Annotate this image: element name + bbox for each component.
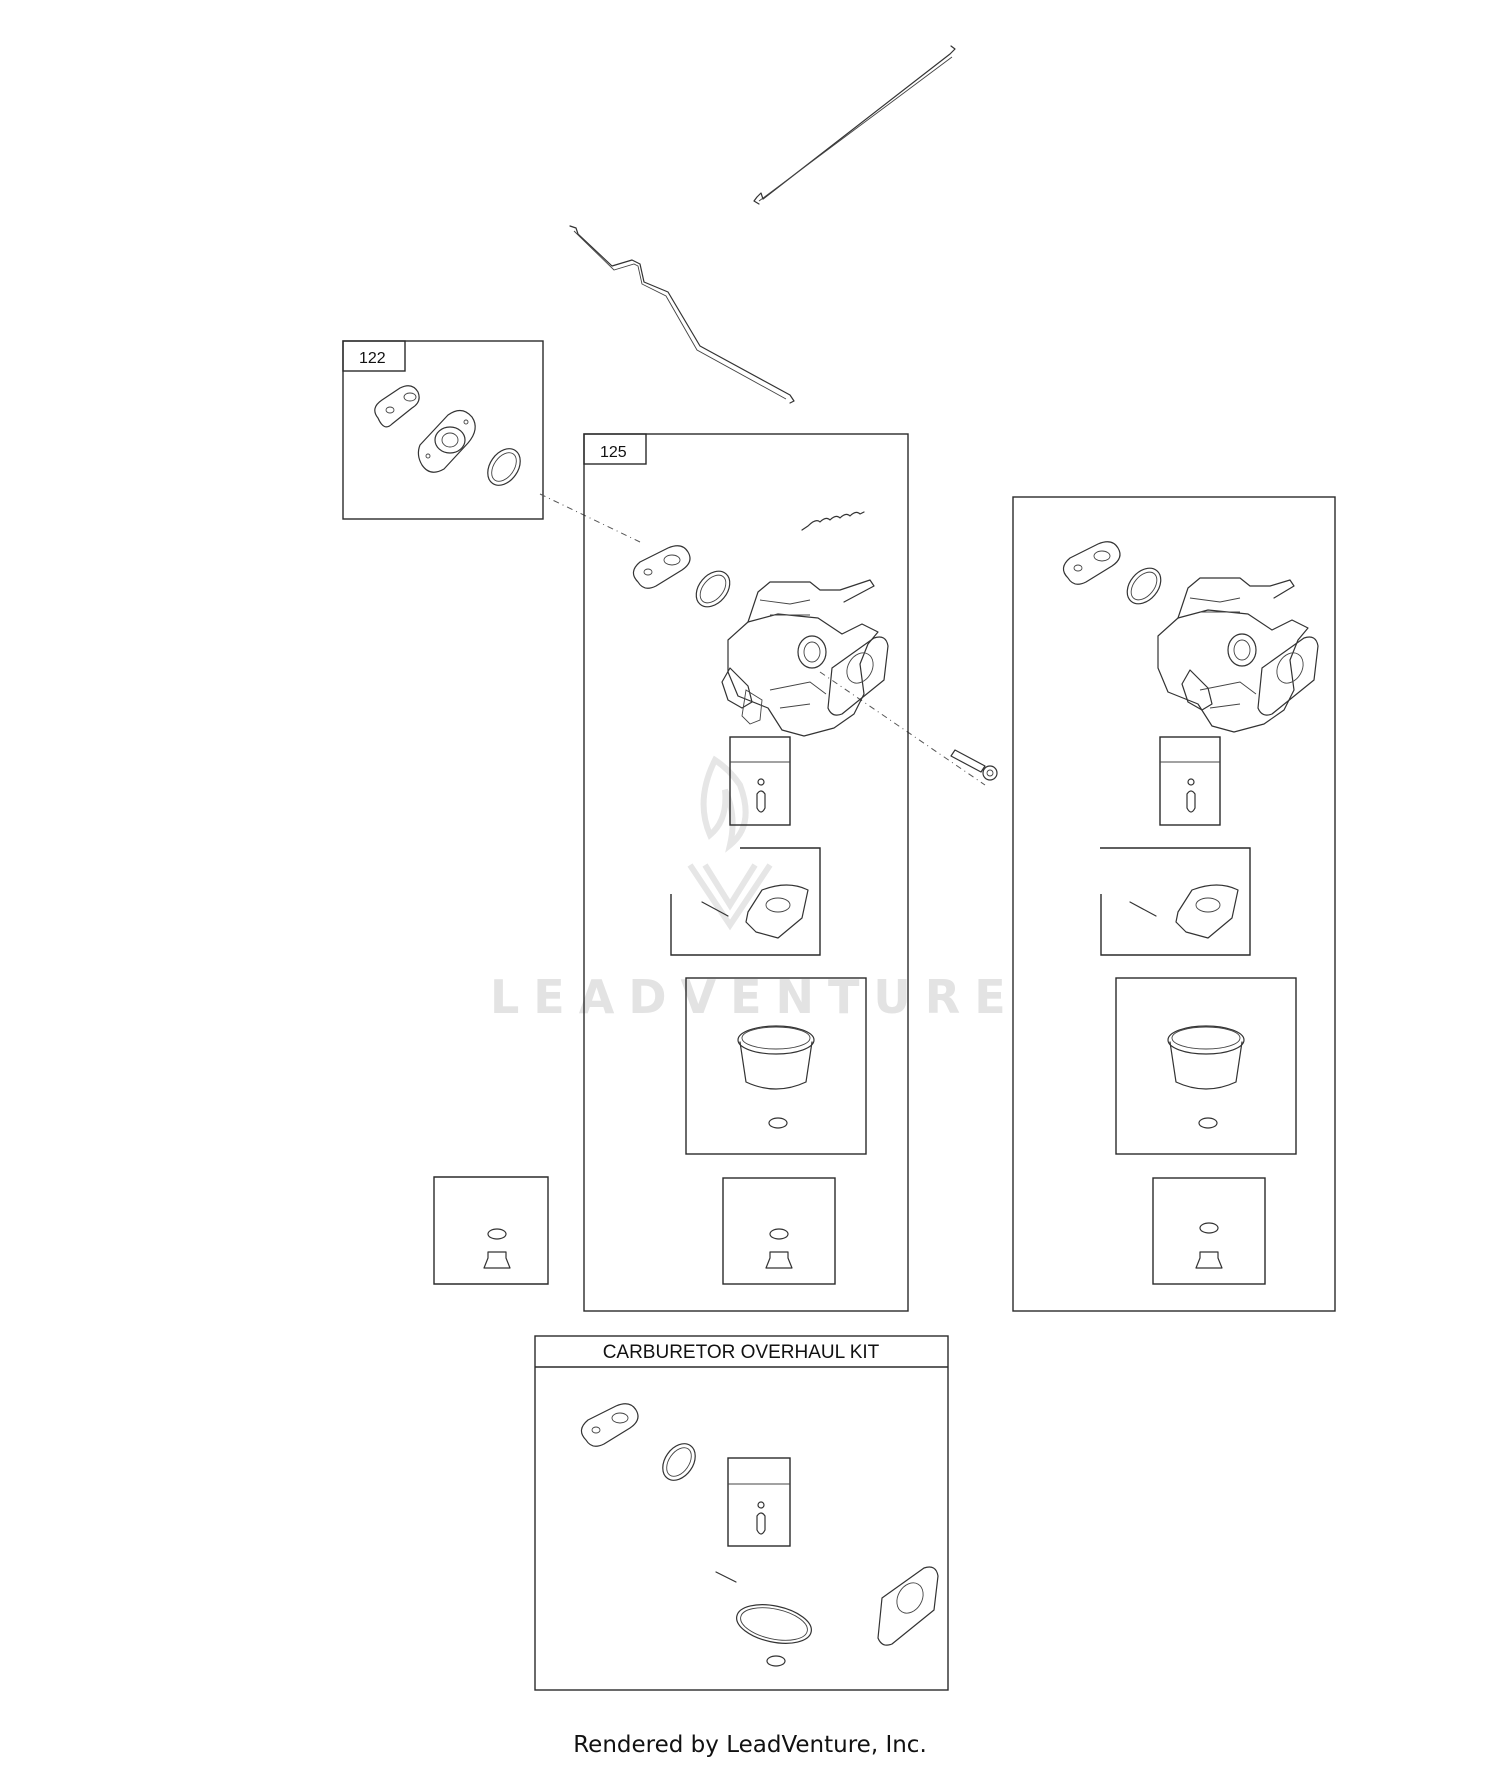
- governor-link-rod-edge: [758, 56, 953, 202]
- overhaul-kit-title: CARBURETOR OVERHAUL KIT: [603, 1342, 880, 1363]
- kit-needle-box: [727, 1457, 791, 1547]
- footer-credit: Rendered by LeadVenture, Inc.: [573, 1732, 927, 1758]
- float-frame: [670, 847, 821, 956]
- float-needle-frame: [729, 736, 791, 826]
- gasket-122: [374, 385, 420, 428]
- o-ring-alt: [1126, 567, 1162, 605]
- o-ring-125: [695, 570, 731, 608]
- kit-flange-gasket: [877, 1566, 939, 1646]
- kit-o-ring: [662, 1443, 696, 1481]
- bowl-nut-box-left: [433, 1176, 549, 1285]
- callout-125: 125: [600, 444, 627, 461]
- group-122: 122: [342, 340, 544, 520]
- float-box: [670, 847, 821, 956]
- float-needle-box: [729, 736, 791, 826]
- bowl-gasket-ring: [768, 1117, 788, 1129]
- callout-122-box: [342, 340, 406, 372]
- bowl-nut-box: [722, 1177, 836, 1285]
- watermark-text: LEADVENTURE: [490, 970, 1020, 1024]
- float-bowl-box-alt: [1115, 977, 1297, 1155]
- leader-line-122: [539, 493, 641, 543]
- float-needle-box-alt: [1159, 736, 1221, 826]
- bowl-nut: [765, 1251, 793, 1269]
- float-box-alt: [1100, 847, 1251, 956]
- float-bowl-rim: [737, 1025, 815, 1055]
- needle-clip: [757, 778, 765, 786]
- float-pin: [701, 901, 729, 917]
- gasket-125: [632, 545, 691, 589]
- carburetor-alt: [1157, 577, 1309, 733]
- bowl-nut-frame: [722, 1177, 836, 1285]
- fuel-pump-body-122: [417, 409, 476, 473]
- watermark-logo: [687, 755, 773, 931]
- mounting-bolt: [950, 749, 998, 781]
- float-bowl-box: [685, 977, 867, 1155]
- float-recess: [765, 897, 791, 913]
- group-125: 125: [583, 433, 909, 1312]
- o-ring-122: [487, 448, 521, 486]
- float-bowl-frame: [685, 977, 867, 1155]
- float-bowl: [739, 1041, 813, 1090]
- gasket-alt: [1062, 541, 1121, 585]
- throttle-link-rod-edge: [573, 230, 787, 400]
- spring-125: [801, 511, 865, 531]
- group-alternate-carburetor: [1012, 496, 1336, 1312]
- group-125-frame: [583, 433, 909, 1312]
- callout-125-box: [583, 433, 647, 465]
- flange-gasket-alt: [1257, 636, 1319, 716]
- kit-pin: [715, 1571, 737, 1583]
- governor-link-rod: [753, 45, 956, 205]
- kit-bowl-gasket: [736, 1604, 812, 1644]
- flange-gasket-125: [827, 636, 889, 716]
- bowl-nut-washer: [769, 1228, 789, 1240]
- carburetor-125: [721, 579, 879, 737]
- callout-122: 122: [359, 350, 386, 367]
- o-ring-125-inner: [699, 574, 727, 604]
- watermark: LEADVENTURE: [490, 755, 1020, 1024]
- overhaul-kit-frame: [534, 1335, 949, 1691]
- leader-line-bolt: [819, 671, 986, 786]
- kit-gasket: [580, 1403, 639, 1447]
- float: [745, 884, 809, 939]
- throttle-link-rod: [569, 225, 795, 404]
- kit-washer: [766, 1655, 786, 1667]
- alternate-frame: [1012, 496, 1336, 1312]
- float-needle: [756, 790, 766, 813]
- bowl-nut-box-alt: [1152, 1177, 1266, 1285]
- carburetor-overhaul-kit: CARBURETOR OVERHAUL KIT: [534, 1335, 949, 1691]
- group-122-frame: [342, 340, 544, 520]
